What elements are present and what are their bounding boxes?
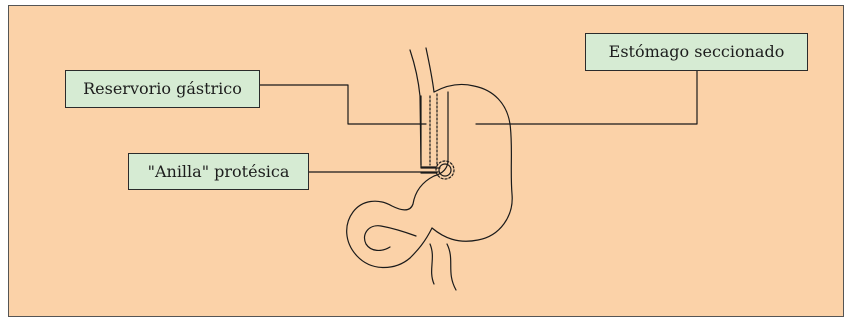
lower-tube-left: [430, 244, 434, 284]
label-estomago-seccionado: Estómago seccionado: [585, 33, 808, 71]
stomach-upper-outline: [432, 84, 512, 241]
esophagus-right-wall: [426, 48, 434, 92]
label-anilla-protesica: "Anilla" protésica: [128, 153, 309, 190]
leader-line-estomago: [476, 71, 697, 124]
esophagus-left-wall: [410, 50, 421, 165]
leader-line-reservorio: [260, 85, 426, 124]
label-reservorio-gastrico: Reservorio gástrico: [65, 70, 260, 108]
duodenum-outline: [364, 226, 416, 251]
stomach-lesser-curve: [347, 92, 448, 268]
lower-tube-right: [447, 244, 456, 290]
stomach-lower-edge: [410, 228, 432, 258]
